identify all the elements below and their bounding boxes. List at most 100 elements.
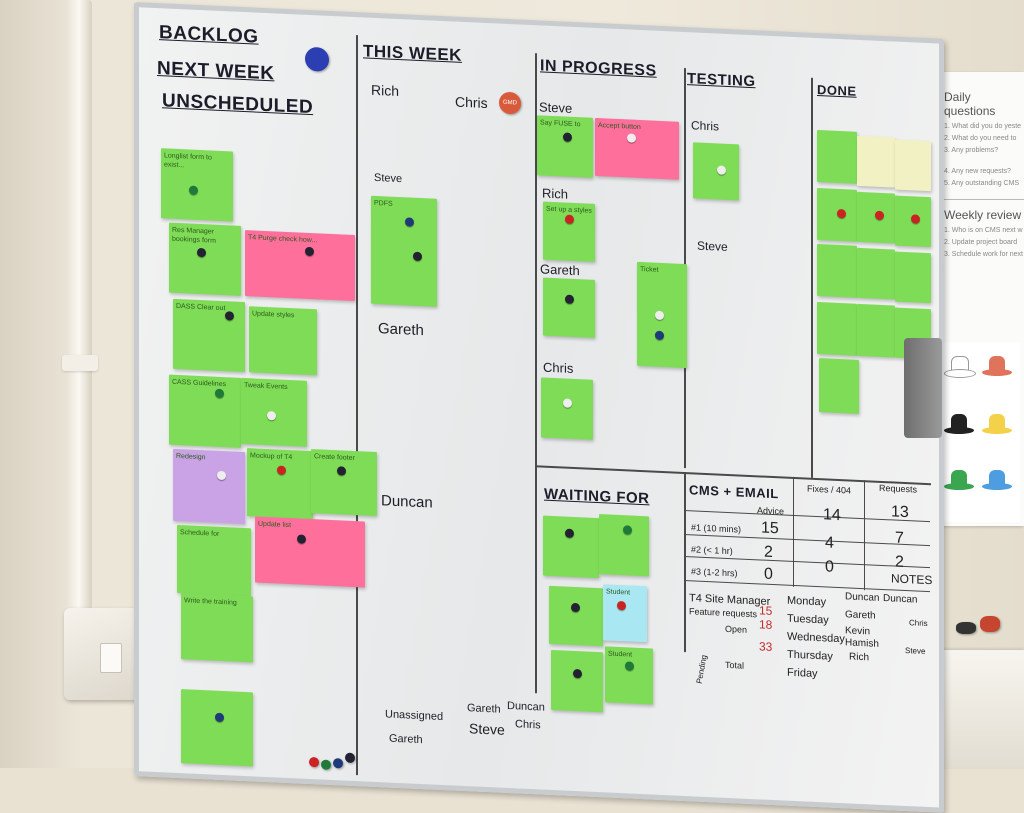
sticky-note[interactable]: Say FUSE to (537, 115, 593, 178)
sticky-note[interactable] (817, 244, 857, 298)
sticky-note[interactable] (693, 142, 739, 201)
total-value: 33 (759, 639, 773, 654)
inprog-rich: Rich (542, 185, 569, 202)
notes-label: NOTES (891, 571, 933, 588)
footer-gareth2: Gareth (467, 702, 501, 716)
sticky-note[interactable] (543, 277, 595, 338)
pin (215, 712, 224, 723)
inprog-gareth: Gareth (540, 261, 580, 279)
day-thursday: Thursday (787, 648, 833, 663)
whiteboard-eraser[interactable] (904, 338, 942, 438)
sticky-note[interactable] (895, 251, 931, 304)
day-friday: Friday (787, 666, 818, 681)
sticky-note[interactable]: DASS Clear out (173, 298, 245, 373)
loose-pin[interactable] (321, 759, 331, 770)
black-hat-icon (944, 414, 974, 436)
pin (837, 208, 846, 219)
sticky-note[interactable]: Longlist form to exist... (161, 148, 233, 222)
stats-line (684, 533, 930, 547)
feature-requests-value: 15 (759, 603, 773, 618)
day-monday: Monday (787, 594, 827, 609)
rota-name: Duncan (845, 591, 880, 604)
sticky-note[interactable]: Update styles (249, 306, 317, 376)
row-label: #1 (10 mins) (691, 522, 742, 535)
pin (277, 465, 286, 475)
sticky-note[interactable]: T4 Purge check how... (245, 230, 355, 302)
sticky-note[interactable] (541, 377, 593, 440)
sticky-note[interactable] (857, 303, 895, 358)
sticky-note[interactable]: PDFS (371, 195, 437, 307)
pin (197, 247, 206, 258)
sticky-note[interactable] (181, 689, 253, 767)
footer-chris: Chris (515, 718, 541, 732)
daily-item: 2. What do you need to (944, 135, 1017, 142)
sticky-note[interactable] (817, 302, 857, 356)
daily-item: 4. Any new requests? (944, 168, 1011, 175)
pin (623, 525, 632, 535)
pin (655, 330, 664, 341)
pin (565, 528, 574, 538)
sticky-note[interactable] (857, 247, 895, 300)
sticky-note[interactable]: Res Manager bookings form (169, 222, 241, 296)
blue-hat-icon (982, 470, 1012, 492)
loose-pin[interactable] (345, 752, 355, 764)
sticky-note[interactable]: Create footer (311, 449, 377, 517)
sticky-note[interactable]: Mockup of T4 (247, 448, 313, 520)
sticky-note[interactable]: Set up a styles (543, 201, 595, 262)
sticky-note[interactable]: Write the training (181, 593, 253, 663)
rota-name: Chris (909, 618, 928, 629)
magnet-stack[interactable] (980, 616, 1000, 632)
sticky-note[interactable]: Schedule for (177, 524, 251, 597)
loose-pin[interactable] (309, 756, 319, 768)
column-divider (811, 77, 813, 478)
this-week-steve: Steve (374, 171, 403, 186)
sticky-note[interactable]: Student (605, 646, 653, 705)
pin (189, 185, 198, 195)
sticky-note[interactable] (817, 130, 857, 184)
pin (655, 310, 664, 321)
sticky-note[interactable]: Redesign (173, 448, 245, 525)
pipe-clip (62, 355, 98, 371)
daily-item: 5. Any outstanding CMS (944, 180, 1020, 187)
person-magnet[interactable]: GMD (499, 91, 521, 115)
sticky-note[interactable] (599, 514, 649, 577)
blue-magnet[interactable] (305, 46, 329, 72)
stats-divider (684, 471, 686, 653)
col-advice: Advice (757, 505, 785, 517)
sticky-note[interactable] (819, 358, 859, 414)
pin (717, 165, 726, 175)
footer-steve: Steve (469, 720, 505, 738)
sticky-note[interactable]: Accept button (595, 117, 679, 180)
pin (225, 311, 234, 321)
magnet-stack[interactable] (956, 622, 976, 634)
sticky-note[interactable] (549, 585, 603, 647)
col-fixes: Fixes / 404 (807, 483, 852, 496)
sticky-note[interactable]: CASS Guidelines (169, 374, 241, 448)
open-value: 18 (759, 617, 773, 632)
fixes-value: 4 (825, 534, 834, 552)
sticky-note[interactable]: Student (603, 584, 647, 643)
rota-name: Steve (905, 646, 926, 656)
this-week-gareth: Gareth (378, 320, 424, 340)
sticky-note[interactable] (551, 649, 603, 713)
pin (413, 251, 422, 262)
sticky-note[interactable] (857, 135, 895, 188)
six-hats-chart (936, 342, 1020, 522)
daily-item: 1. What did you do yeste (944, 123, 1022, 130)
sticky-note[interactable] (895, 139, 931, 192)
pin (215, 388, 224, 399)
weekly-item: 2. Update project board (944, 239, 1018, 246)
pin (563, 398, 572, 408)
loose-pin[interactable] (333, 758, 343, 769)
requests-value: 2 (895, 553, 904, 571)
requests-value: 7 (895, 529, 904, 547)
pin (571, 602, 580, 613)
pin (405, 217, 414, 227)
in-progress-header: IN PROGRESS (540, 57, 657, 80)
sticky-note[interactable] (543, 515, 599, 579)
open-label: Open (725, 623, 748, 635)
sticky-note[interactable]: Update list (255, 516, 365, 588)
daily-questions-title: Daily questions (944, 90, 996, 118)
weekly-review-title: Weekly review (944, 208, 1022, 222)
this-week-rich: Rich (371, 81, 400, 100)
